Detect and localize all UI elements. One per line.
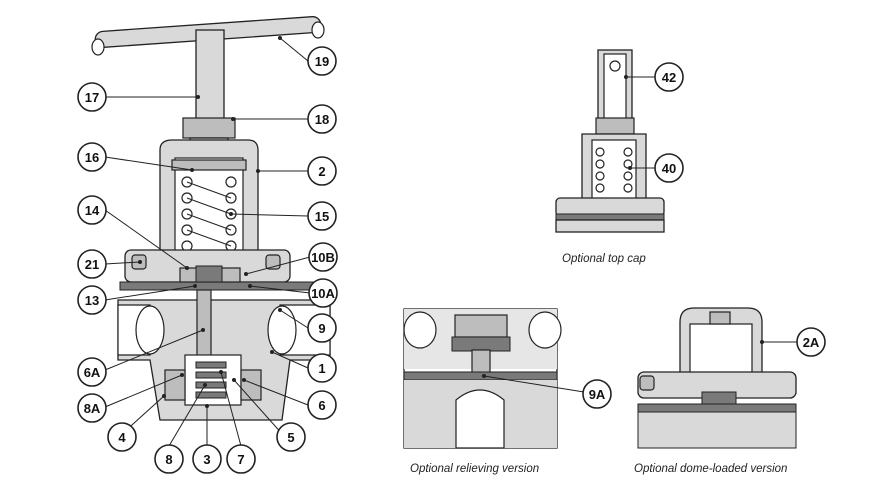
callout-19: 19 xyxy=(307,46,337,76)
svg-text:9: 9 xyxy=(318,321,325,336)
callout-42: 42 xyxy=(654,62,684,92)
svg-text:42: 42 xyxy=(662,70,676,85)
svg-text:7: 7 xyxy=(237,452,244,467)
callout-17: 17 xyxy=(77,82,107,112)
handle-stem xyxy=(195,29,225,123)
callout-5: 5 xyxy=(276,422,306,452)
top-cap-drawing xyxy=(555,49,665,233)
svg-text:4: 4 xyxy=(118,430,126,445)
callout-4: 4 xyxy=(107,422,137,452)
callout-13: 13 xyxy=(77,285,107,315)
svg-text:15: 15 xyxy=(315,209,329,224)
callout-7: 7 xyxy=(226,444,256,474)
callout-9: 9 xyxy=(307,313,337,343)
spring xyxy=(181,176,237,252)
callout-2: 2 xyxy=(307,156,337,186)
svg-text:1: 1 xyxy=(318,361,325,376)
svg-text:19: 19 xyxy=(315,54,329,69)
caption-top-cap: Optional top cap xyxy=(562,253,646,265)
callout-21: 21 xyxy=(77,249,107,279)
svg-text:21: 21 xyxy=(85,257,99,272)
svg-text:6A: 6A xyxy=(84,365,101,380)
svg-text:9A: 9A xyxy=(589,387,606,402)
main-regulator-drawing xyxy=(91,16,331,421)
svg-text:17: 17 xyxy=(85,90,99,105)
svg-text:6: 6 xyxy=(318,398,325,413)
main-leaders xyxy=(104,36,311,447)
callout-18: 18 xyxy=(307,104,337,134)
dome-inset xyxy=(637,307,797,449)
caption-relieving: Optional relieving version xyxy=(410,463,540,475)
svg-text:2: 2 xyxy=(318,164,325,179)
svg-text:14: 14 xyxy=(85,203,100,218)
callout-3: 3 xyxy=(192,444,222,474)
callout-8a: 8A xyxy=(77,393,107,423)
callout-6a: 6A xyxy=(77,357,107,387)
locknut xyxy=(182,117,236,139)
svg-text:18: 18 xyxy=(315,112,329,127)
callout-14: 14 xyxy=(77,195,107,225)
callout-10a: 10A xyxy=(308,278,338,308)
valve-spring xyxy=(195,361,227,399)
svg-text:5: 5 xyxy=(287,430,294,445)
callout-1: 1 xyxy=(307,353,337,383)
svg-text:40: 40 xyxy=(662,161,676,176)
svg-text:16: 16 xyxy=(85,150,99,165)
svg-text:8A: 8A xyxy=(84,401,101,416)
caption-dome-loaded: Optional dome-loaded version xyxy=(634,463,788,475)
diaphragm xyxy=(119,281,326,291)
valve-stem xyxy=(196,289,212,361)
svg-text:10A: 10A xyxy=(311,286,335,301)
svg-text:2A: 2A xyxy=(803,335,820,350)
callout-9a: 9A xyxy=(582,379,612,409)
svg-text:10B: 10B xyxy=(311,250,335,265)
callout-2a: 2A xyxy=(796,327,826,357)
callout-10b: 10B xyxy=(308,242,338,272)
relieving-inset xyxy=(403,308,585,449)
callout-40: 40 xyxy=(654,153,684,183)
callout-16: 16 xyxy=(77,142,107,172)
svg-text:3: 3 xyxy=(203,452,210,467)
callout-6: 6 xyxy=(307,390,337,420)
callout-8: 8 xyxy=(154,444,184,474)
svg-text:8: 8 xyxy=(165,452,172,467)
callout-15: 15 xyxy=(307,201,337,231)
svg-text:13: 13 xyxy=(85,293,99,308)
